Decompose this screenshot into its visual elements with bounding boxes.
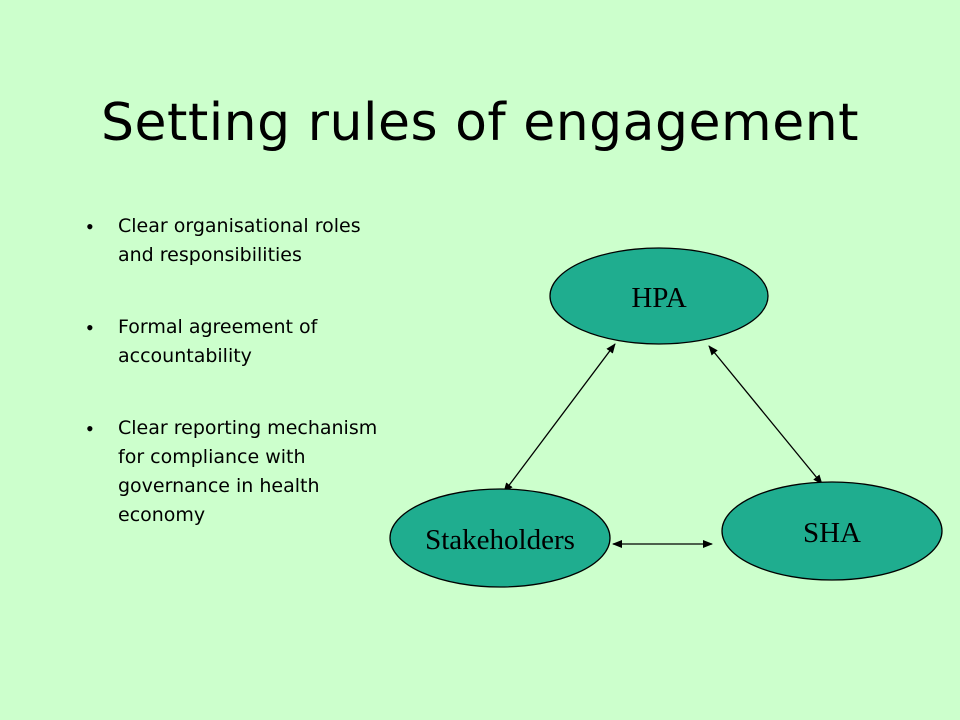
bullet-marker: • (86, 214, 94, 239)
bullet-text-reporting: Clear reporting mechanism for compliance… (118, 417, 378, 526)
bullet-item-accountability: • Formal agreement of accountability (86, 313, 386, 371)
bullet-list: • Clear organisational roles and respons… (86, 212, 386, 573)
bullet-item-roles: • Clear organisational roles and respons… (86, 212, 386, 270)
node-stakeholders-label: Stakeholders (425, 524, 575, 556)
node-stakeholders: Stakeholders (389, 488, 611, 588)
node-hpa: HPA (549, 247, 769, 345)
bullet-item-reporting: • Clear reporting mechanism for complian… (86, 414, 386, 530)
node-sha: SHA (721, 481, 943, 581)
slide-title: Setting rules of engagement (100, 93, 860, 153)
node-stakeholders-shape (389, 488, 611, 588)
edge-hpa-sha (708, 345, 823, 485)
bullet-text-accountability: Formal agreement of accountability (118, 316, 318, 367)
bullet-text-roles: Clear organisational roles and responsib… (118, 215, 361, 266)
bullet-marker: • (86, 315, 94, 340)
node-hpa-label: HPA (631, 282, 686, 314)
node-sha-label: SHA (803, 517, 861, 549)
node-sha-shape (721, 481, 943, 581)
bullet-marker: • (86, 416, 94, 441)
node-hpa-shape (549, 247, 769, 345)
edge-hpa-stakeholders (503, 343, 616, 493)
